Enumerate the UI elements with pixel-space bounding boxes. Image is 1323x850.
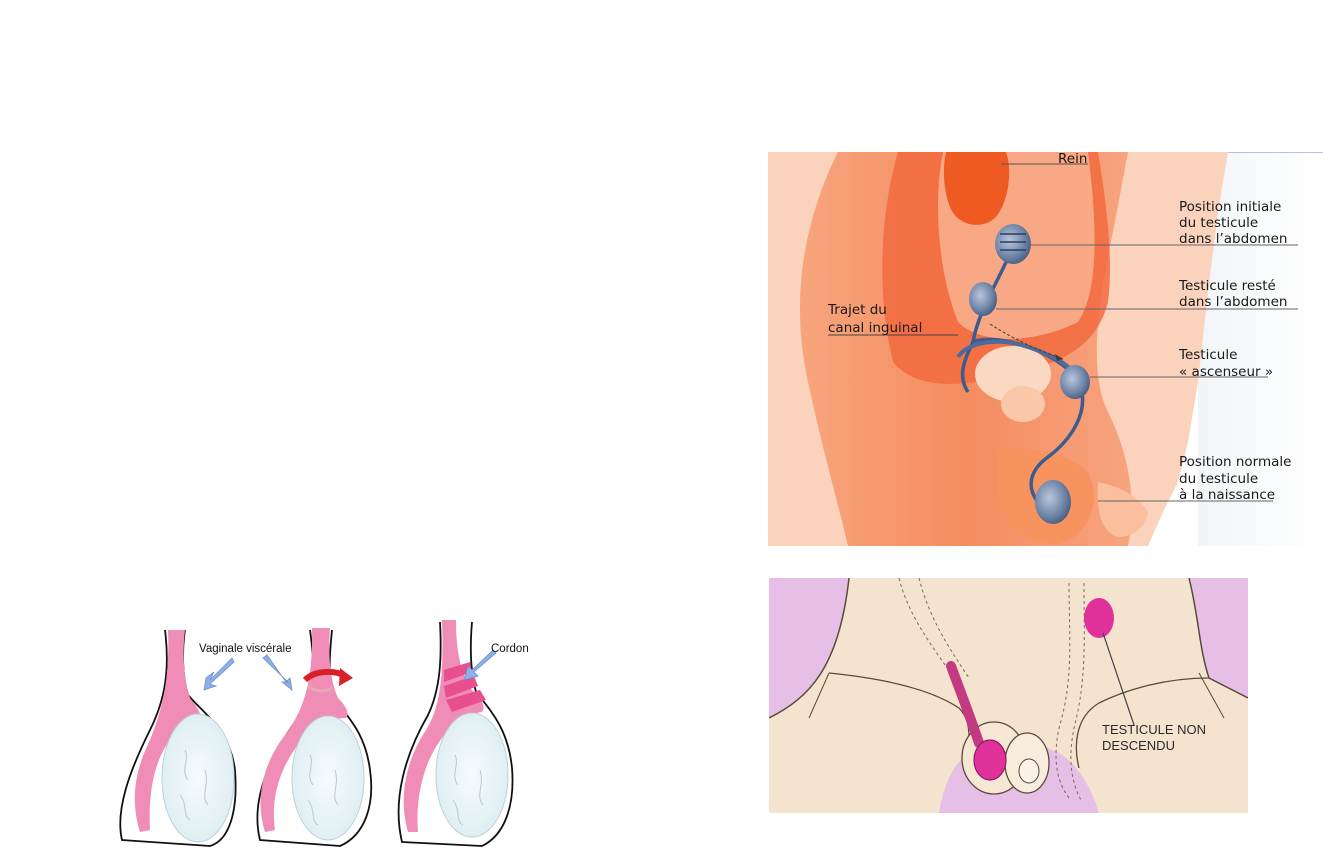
label-testicule-reste-1: Testicule resté xyxy=(1178,278,1276,294)
label-position-initiale-1: Position initiale xyxy=(1179,199,1281,215)
testis-retractile-position xyxy=(1060,365,1090,399)
descent-illustration: Rein Position initiale du testicule dans… xyxy=(768,152,1323,546)
label-testicule-non-descendu-2: DESCENDU xyxy=(1102,738,1175,753)
testis-normal-position xyxy=(1035,480,1071,524)
label-position-normale-1: Position normale xyxy=(1179,454,1291,470)
testicular-descent-diagram: Rein Position initiale du testicule dans… xyxy=(768,152,1323,546)
sac-twisting xyxy=(256,628,373,847)
testis-initial-position xyxy=(995,224,1031,264)
label-trajet-2: canal inguinal xyxy=(828,320,922,336)
rotation-arrow xyxy=(339,668,353,686)
label-cordon: Cordon xyxy=(491,643,529,655)
label-testicule-reste-2: dans l’abdomen xyxy=(1179,294,1287,310)
torsion-illustration: Vaginale viscérale Cordon xyxy=(110,610,540,850)
label-position-normale-3: à la naissance xyxy=(1179,487,1275,503)
vaginale-torsion-diagram: Vaginale viscérale Cordon xyxy=(110,610,540,850)
label-testicule-non-descendu-1: TESTICULE NON xyxy=(1102,722,1206,737)
label-position-initiale-2: du testicule xyxy=(1179,215,1258,231)
testis-descended xyxy=(973,739,1007,781)
sac-twisted xyxy=(397,620,514,847)
label-position-initiale-3: dans l’abdomen xyxy=(1179,231,1287,247)
label-position-normale-2: du testicule xyxy=(1179,471,1258,487)
label-ascenseur-1: Testicule xyxy=(1178,347,1237,363)
undescended-illustration: TESTICULE NON DESCENDU xyxy=(769,578,1248,813)
undescended-testicle-diagram: TESTICULE NON DESCENDU xyxy=(769,578,1248,813)
label-ascenseur-2: « ascenseur » xyxy=(1179,364,1273,380)
testis-undescended xyxy=(1084,598,1114,638)
testis-retained-position xyxy=(969,282,997,316)
sac-normal xyxy=(119,629,237,847)
label-vaginale-viscerale: Vaginale viscérale xyxy=(199,643,291,655)
label-trajet-1: Trajet du xyxy=(827,302,887,318)
pointer-arrows xyxy=(203,649,497,691)
label-rein: Rein xyxy=(1058,152,1087,167)
